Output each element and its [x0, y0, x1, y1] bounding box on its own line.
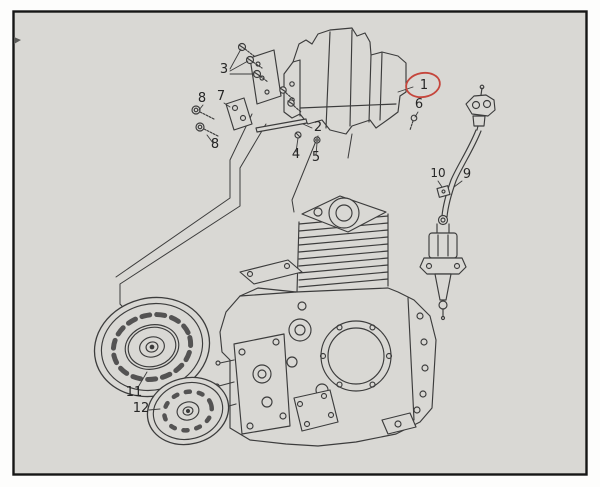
- callout-leader-lines: [136, 48, 463, 411]
- callout-8-upper: 8: [198, 91, 206, 106]
- callout-6: 6: [415, 97, 423, 112]
- flywheel: [93, 296, 211, 398]
- fuel-injection-pump: [419, 214, 467, 321]
- mounting-bracket: [225, 97, 253, 131]
- screw-set: [237, 42, 302, 113]
- callout-3: 3: [220, 62, 228, 77]
- callout-1: 1: [420, 78, 428, 93]
- highlight-circle-part-1: [405, 71, 441, 99]
- fuel-line-clamp: [436, 185, 451, 198]
- callout-7: 7: [217, 89, 225, 104]
- part-callouts: 3 8 7 8 2 4 5 1 6 10 9 11 12: [126, 62, 471, 416]
- assembly-leader-lines: [115, 113, 353, 333]
- callout-4: 4: [292, 147, 300, 162]
- mounting-bolts: [191, 105, 219, 137]
- callout-9: 9: [463, 167, 471, 182]
- fuel-line: [441, 129, 482, 218]
- callout-5: 5: [312, 150, 320, 165]
- fuel-injector: [465, 84, 496, 131]
- cylinder-fins: [296, 195, 389, 293]
- callout-11: 11: [126, 385, 143, 400]
- scan-artifact: [14, 37, 21, 44]
- callout-8-lower: 8: [211, 137, 219, 152]
- engine-crankcase: [214, 259, 437, 447]
- pulley: [146, 376, 230, 446]
- callout-2: 2: [314, 120, 322, 135]
- diagram-lineart: [93, 27, 496, 447]
- callout-10: 10: [430, 166, 445, 180]
- callout-12: 12: [133, 401, 150, 416]
- shroud-strip: [255, 118, 308, 133]
